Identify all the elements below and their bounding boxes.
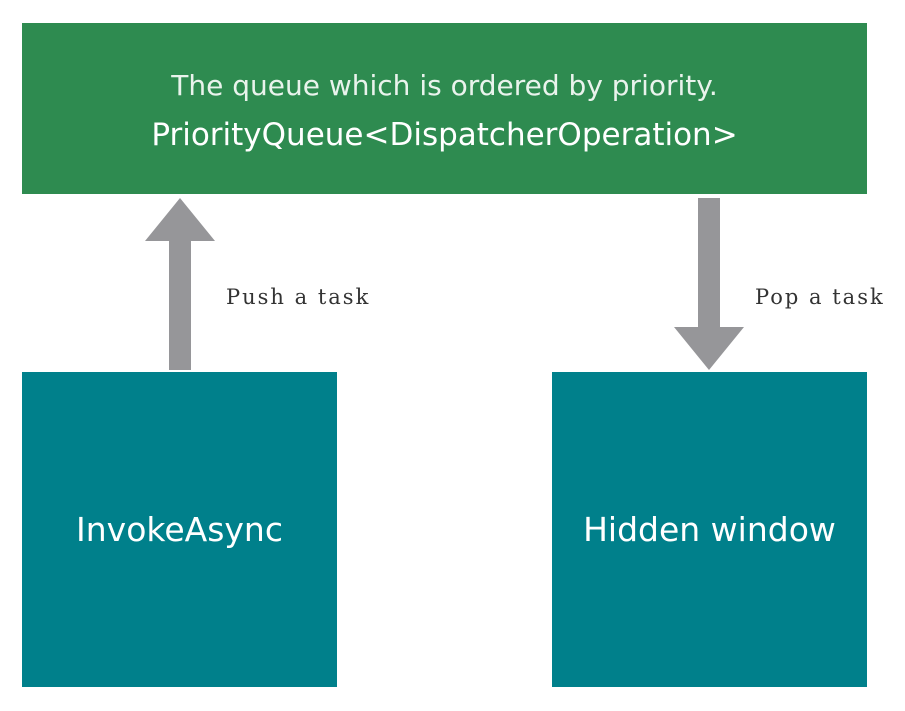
invoke-async-block: InvokeAsync (22, 372, 337, 687)
push-arrow (145, 198, 215, 370)
priority-queue-box: The queue which is ordered by priority. … (22, 23, 867, 194)
invoke-async-label: InvokeAsync (76, 510, 283, 549)
hidden-window-label: Hidden window (583, 510, 836, 549)
push-arrow-shape (145, 198, 215, 370)
pop-arrow-shape (674, 198, 744, 370)
push-arrow-label: Push a task (226, 285, 371, 309)
queue-description: The queue which is ordered by priority. (171, 69, 718, 102)
pop-arrow-label: Pop a task (755, 285, 885, 309)
queue-type-name: PriorityQueue<DispatcherOperation> (151, 117, 738, 153)
hidden-window-block: Hidden window (552, 372, 867, 687)
pop-arrow (674, 198, 744, 370)
